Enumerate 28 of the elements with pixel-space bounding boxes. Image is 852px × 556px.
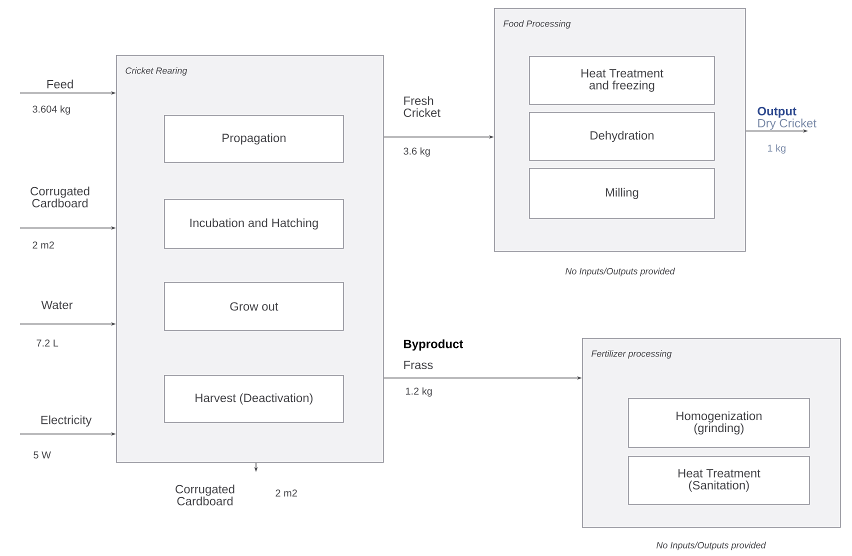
quantity-label: 3.6 kg bbox=[404, 147, 430, 157]
process-box: Milling bbox=[529, 168, 715, 219]
quantity-label: 2 m2 bbox=[276, 490, 297, 496]
quantity-label: 2 m2 bbox=[32, 242, 54, 248]
edge-label: Corrugated Cardboard bbox=[30, 186, 90, 208]
edge-label: Fresh Cricket bbox=[404, 96, 440, 117]
process-box: Homogenization (grinding) bbox=[628, 398, 810, 448]
process-box: Heat Treatment (Sanitation) bbox=[628, 456, 810, 505]
output-label: Output Dry Cricket bbox=[758, 106, 816, 130]
quantity-label: 3.604 kg bbox=[32, 105, 70, 115]
process-box: Harvest (Deactivation) bbox=[164, 375, 344, 423]
quantity-label: 5 W bbox=[34, 452, 51, 458]
edge-label: Corrugated Cardboard bbox=[176, 484, 234, 506]
quantity-label: 1 kg bbox=[768, 144, 786, 154]
edge-label: Feed bbox=[47, 80, 73, 88]
process-box: Propagation bbox=[164, 115, 344, 163]
process-box: Grow out bbox=[164, 282, 344, 331]
quantity-label: 1.2 kg bbox=[406, 387, 432, 397]
quantity-label: 7.2 L bbox=[36, 340, 58, 346]
note: No Inputs/Outputs provided bbox=[566, 268, 675, 276]
process-box: Dehydration bbox=[529, 112, 715, 161]
edge-label: Electricity bbox=[41, 415, 92, 427]
process-box: Incubation and Hatching bbox=[164, 199, 344, 249]
quantity-label: Frass bbox=[404, 360, 433, 370]
edge-label: Byproduct bbox=[404, 339, 464, 351]
process-box: Heat Treatment and freezing bbox=[529, 56, 715, 105]
edge-label: Water bbox=[41, 300, 73, 310]
note: No Inputs/Outputs provided bbox=[656, 542, 766, 550]
